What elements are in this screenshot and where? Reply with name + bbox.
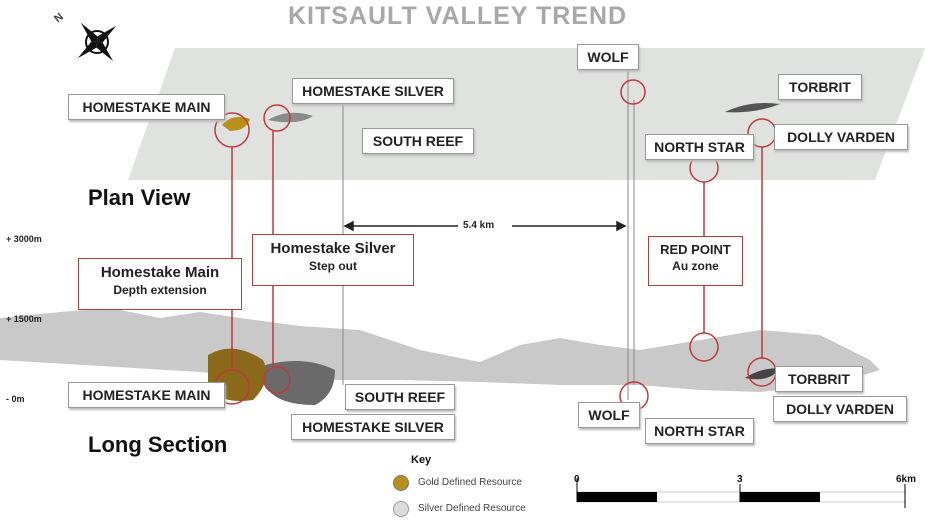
scale-tick-6km: 6km xyxy=(896,474,917,485)
callout-title: RED POINT xyxy=(660,242,731,257)
plan-label-north-star: NORTH STAR xyxy=(645,134,754,160)
key-title: Key xyxy=(411,454,432,466)
callout-subtitle: Au zone xyxy=(672,259,719,273)
plan-label-south-reef: SOUTH REEF xyxy=(362,128,474,154)
distance-arrow xyxy=(343,220,627,232)
section-label-wolf: WOLF xyxy=(578,402,640,428)
callout-title: Homestake Main xyxy=(100,264,220,281)
long-section-terrain xyxy=(0,308,880,392)
elevation-3000: + 3000m xyxy=(6,234,42,244)
section-label-north-star: NORTH STAR xyxy=(645,418,754,444)
distance-label: 5.4 km xyxy=(463,220,495,231)
gold-resource-plan xyxy=(222,117,250,131)
callout-homestake-silver: Homestake Silver Step out xyxy=(252,234,414,286)
silver-resource-section xyxy=(265,361,335,405)
plan-label-homestake-silver: HOMESTAKE SILVER xyxy=(292,78,454,104)
section-label-south-reef: SOUTH REEF xyxy=(345,384,455,410)
callout-red-point: RED POINT Au zone xyxy=(648,236,743,286)
compass-icon xyxy=(77,22,117,62)
callout-subtitle: Depth extension xyxy=(113,283,207,297)
plan-label-homestake-main: HOMESTAKE MAIN xyxy=(68,94,225,120)
scale-tick-3: 3 xyxy=(737,474,743,485)
section-label-homestake-silver: HOMESTAKE SILVER xyxy=(291,414,455,440)
callout-homestake-main: Homestake Main Depth extension xyxy=(78,258,242,310)
key-item-silver: Silver Defined Resource xyxy=(418,503,526,514)
torbrit-resource-section xyxy=(745,368,780,380)
callout-subtitle: Step out xyxy=(309,259,357,273)
plan-label-torbrit: TORBRIT xyxy=(778,74,862,100)
torbrit-resource-plan xyxy=(725,103,780,113)
elevation-1500: + 1500m xyxy=(6,314,42,324)
callout-title: Homestake Silver xyxy=(270,240,396,257)
plan-view-heading: Plan View xyxy=(88,185,191,210)
elevation-0: - 0m xyxy=(6,394,25,404)
plan-label-dolly-varden: DOLLY VARDEN xyxy=(774,124,908,150)
key-item-gold: Gold Defined Resource xyxy=(418,477,522,488)
silver-swatch-icon xyxy=(393,501,409,517)
plan-label-wolf: WOLF xyxy=(577,44,639,70)
page-title: KITSAULT VALLEY TREND xyxy=(288,2,628,30)
section-label-homestake-main: HOMESTAKE MAIN xyxy=(68,382,225,408)
section-label-torbrit: TORBRIT xyxy=(775,366,863,392)
gold-swatch-icon xyxy=(393,475,409,491)
long-section-heading: Long Section xyxy=(88,432,228,457)
plan-view-map xyxy=(128,48,925,180)
scale-tick-0: 0 xyxy=(574,474,580,485)
scale-bar xyxy=(576,478,906,508)
section-label-dolly-varden: DOLLY VARDEN xyxy=(773,396,907,422)
